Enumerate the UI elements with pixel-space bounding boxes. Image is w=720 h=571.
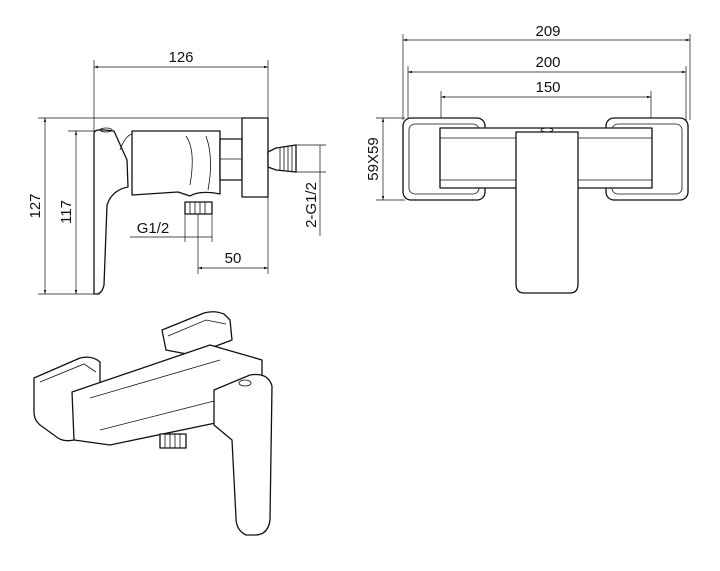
lever-handle — [93, 129, 129, 295]
iso-outlet-thread — [159, 433, 187, 449]
valve-body — [131, 130, 221, 197]
side-view: 126 127 117 2-G1/2 G1/2 50 — [27, 49, 326, 295]
dim-200: 200 — [535, 54, 560, 71]
wall-plate — [241, 117, 269, 198]
isometric-view — [33, 311, 273, 536]
iso-lever-handle — [213, 373, 273, 536]
front-view: 209 200 150 59X59 — [365, 23, 691, 294]
outlet-thread — [184, 201, 213, 215]
dim-117: 117 — [58, 200, 75, 224]
hex-nut — [219, 138, 243, 181]
dim-g1-2: G1/2 — [137, 220, 170, 237]
dim-59x59: 59X59 — [365, 137, 382, 180]
dim-127: 127 — [27, 193, 44, 218]
dim-209: 209 — [535, 23, 560, 40]
dim-2-g1-2: 2-G1/2 — [303, 182, 320, 228]
dim-50: 50 — [225, 250, 242, 267]
dim-150: 150 — [535, 79, 560, 96]
front-lever-handle — [515, 131, 579, 294]
iso-right-plate — [161, 311, 233, 356]
dim-126: 126 — [168, 49, 193, 66]
